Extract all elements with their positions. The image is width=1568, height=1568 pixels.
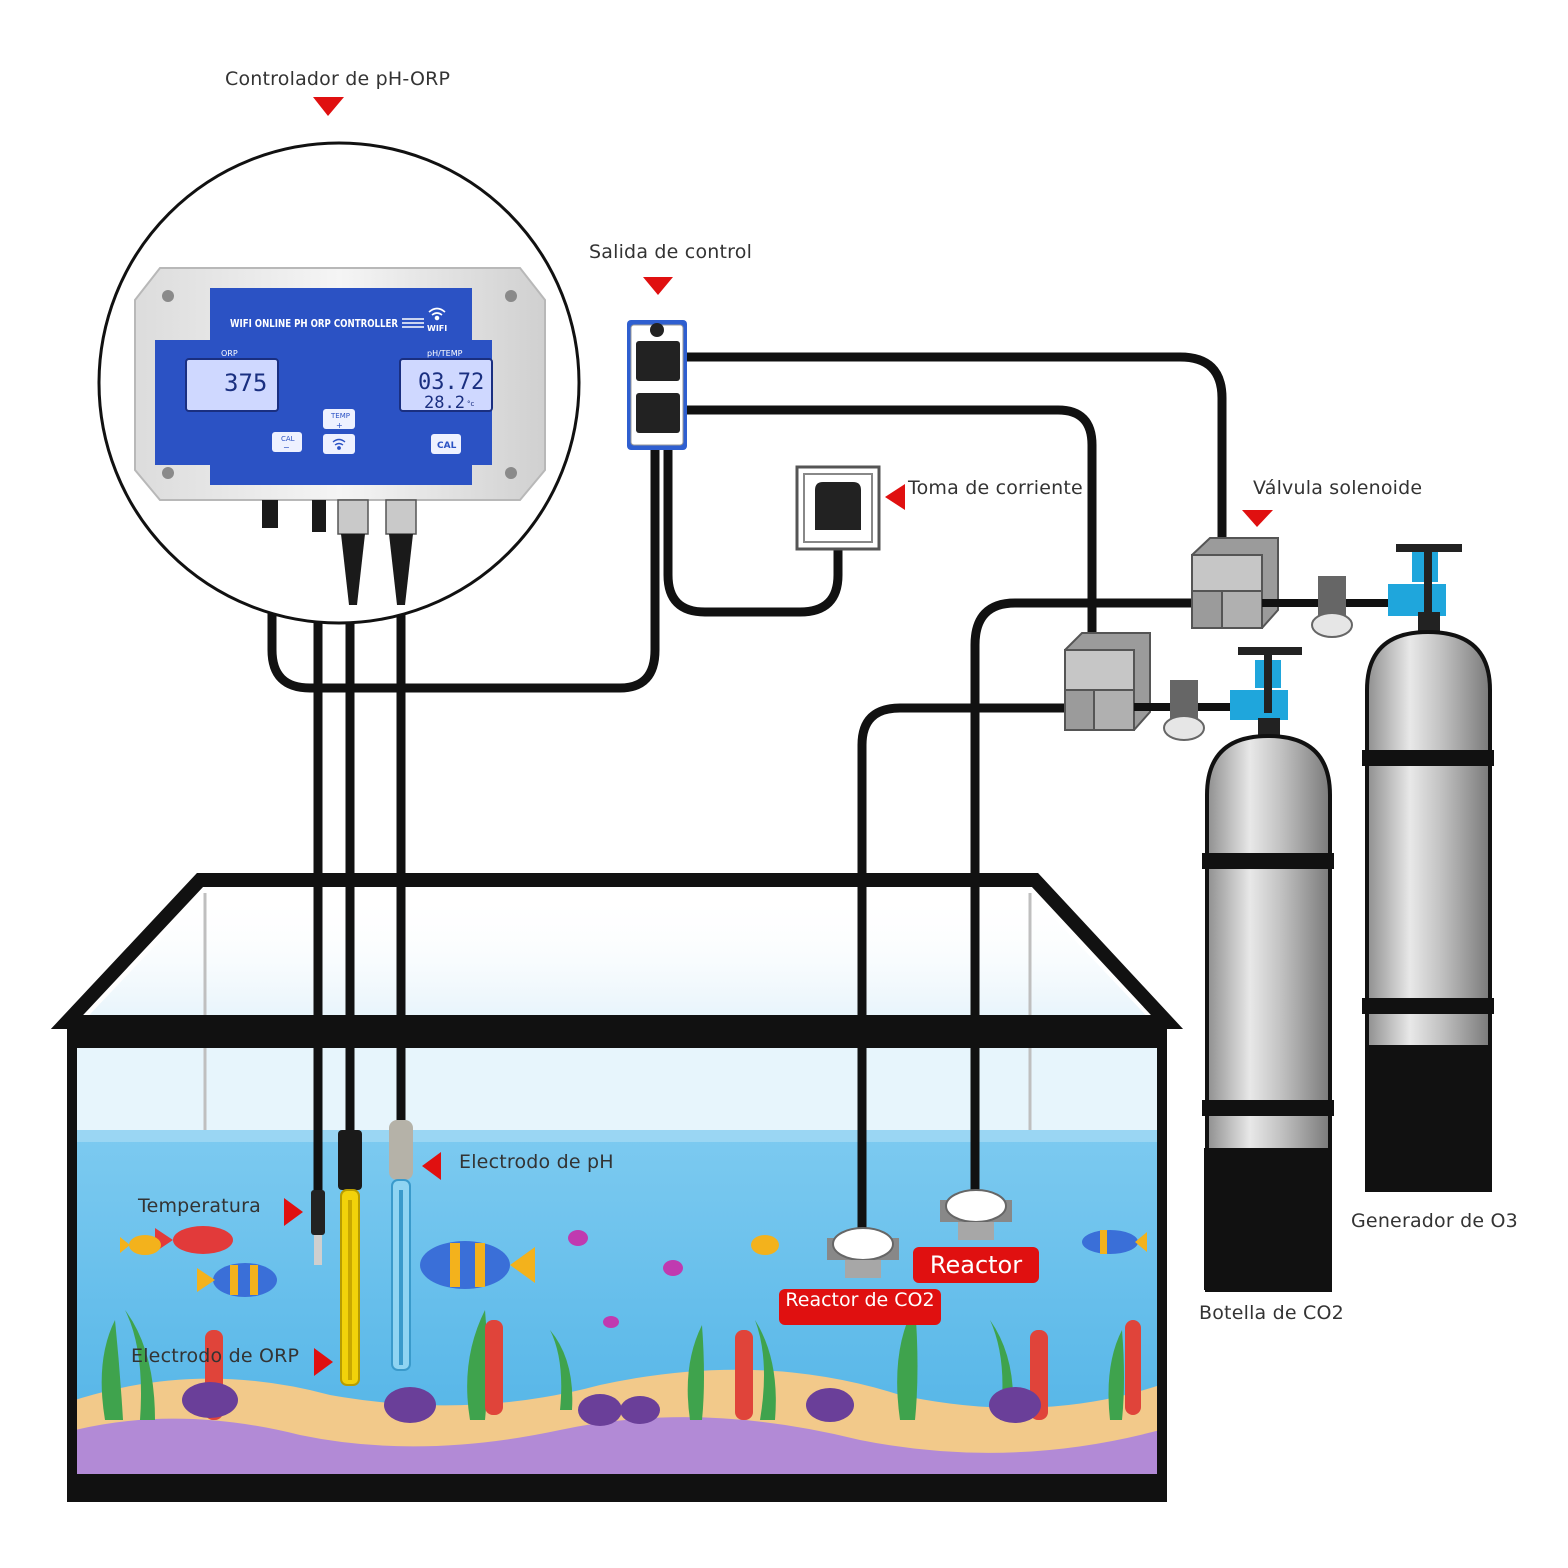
label-co2-bottle: Botella de CO2: [1199, 1302, 1344, 1324]
pointer-temperature: [284, 1198, 303, 1226]
temp-plus-button: [323, 409, 355, 429]
wifi-button-icon: [332, 438, 346, 450]
temp-unit: °c: [467, 400, 475, 408]
pointer-arrows: [284, 97, 1273, 1376]
wifi-icon: [428, 307, 446, 321]
control-cable-2: [675, 405, 1097, 647]
regulators: [1163, 544, 1462, 741]
cal-minus-button: [272, 432, 302, 452]
label-reactor: Reactor: [913, 1247, 1039, 1283]
device-header-text: WIFI ONLINE PH ORP CONTROLLER: [230, 317, 398, 330]
relay-socket-1: [636, 341, 680, 381]
temp-button-label: TEMP: [330, 412, 350, 420]
label-control-output: Salida de control: [589, 241, 753, 263]
label-temperature: Temperatura: [138, 1195, 261, 1217]
bnc-connector-orp: [337, 499, 369, 535]
ph-caption: pH/TEMP: [427, 349, 463, 358]
co2-regulator: [1163, 647, 1302, 741]
cal-button: [431, 434, 461, 454]
pointer-controller: [313, 97, 344, 116]
label-power-outlet: Toma de corriente: [908, 477, 1083, 499]
cal-left-label: CAL: [281, 435, 295, 443]
co2-bottle-cylinder: [1202, 718, 1334, 1292]
co2-reactor-diffuser: [827, 1227, 899, 1278]
cables: [267, 352, 1227, 1237]
solenoid-valve-2: [1064, 632, 1151, 731]
co2-gas-line: [857, 703, 1070, 1237]
controller-callout: [97, 141, 581, 625]
power-cable: [267, 443, 660, 693]
water-upper-glass: [75, 1040, 1160, 1140]
control-output-module: [627, 320, 687, 450]
tank-rim: [67, 1022, 1167, 1048]
orp-caption: ORP: [221, 349, 238, 358]
label-controller: Controlador de pH-ORP: [225, 68, 451, 90]
solenoid-valves: [1064, 537, 1279, 731]
rock-layer: [75, 1417, 1160, 1480]
temp-plug: [312, 500, 326, 532]
label-o3-generator: Generador de O3: [1351, 1210, 1518, 1232]
controller-face: [155, 288, 492, 485]
device-texts: WIFI ONLINE PH ORP CONTROLLER WIFI ORP p…: [221, 317, 484, 452]
plus-sign: +: [336, 421, 343, 430]
cal-right-label: CAL: [437, 441, 457, 451]
pointer-power-outlet: [885, 484, 905, 510]
pointer-solenoid: [1242, 510, 1273, 527]
pointer-control-output: [643, 277, 673, 295]
pointer-orp-electrode: [314, 1348, 333, 1376]
pointer-ph-electrode: [422, 1152, 441, 1180]
ph-electrode: [389, 1120, 413, 1180]
label-orp-electrode: Electrodo de ORP: [131, 1345, 300, 1367]
control-cable-1: [675, 352, 1227, 550]
orp-value: 375: [224, 369, 267, 397]
label-solenoid-valve: Válvula solenoide: [1253, 477, 1423, 499]
temperature-probe: [311, 1190, 325, 1235]
power-outlet-icon: [795, 465, 881, 551]
reactor-diffuser: [940, 1189, 1012, 1240]
tank-back-glass: [75, 893, 1160, 1030]
power-plug: [262, 500, 278, 528]
o3-gas-line: [970, 598, 1200, 1200]
reactors: [827, 1189, 1012, 1278]
o3-generator-cylinder: [1362, 612, 1494, 1192]
solenoid-valve-1: [1191, 537, 1279, 629]
fish: [120, 1226, 1147, 1328]
temp-value: 28.2: [424, 393, 465, 413]
tank-base: [67, 1474, 1167, 1502]
relay-socket-2: [636, 393, 680, 433]
o3-regulator: [1311, 544, 1462, 638]
aquarium: [50, 873, 1184, 1502]
outlet-cable: [663, 443, 843, 617]
orp-electrode: [338, 1130, 362, 1190]
red-corals: [205, 1320, 1141, 1420]
label-ph-electrode: Electrodo de pH: [459, 1151, 614, 1173]
minus-sign: −: [283, 443, 290, 452]
ph-value: 03.72: [418, 370, 484, 395]
bnc-connector-ph: [385, 499, 417, 535]
device-wifi-label: WIFI: [427, 324, 447, 333]
probes: [311, 1120, 413, 1386]
label-co2-reactor: Reactor de CO2: [779, 1289, 941, 1325]
orp-display: [185, 358, 279, 412]
ph-display: [399, 358, 493, 412]
purple-rocks: [182, 1382, 1041, 1426]
